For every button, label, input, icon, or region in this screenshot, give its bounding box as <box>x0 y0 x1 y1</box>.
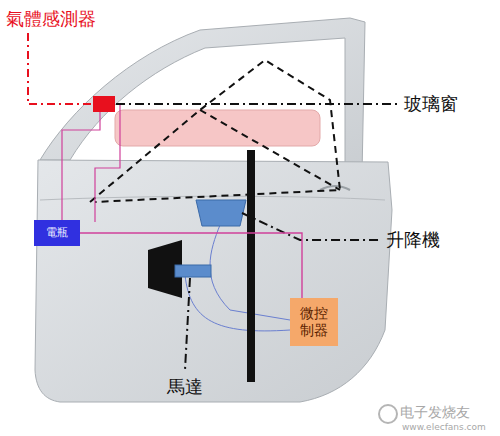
window-lifter <box>196 200 246 226</box>
watermark: 电子发烧友 <box>400 404 470 421</box>
part-label: 升降機 <box>386 229 440 251</box>
motor-shaft <box>175 265 211 277</box>
wire <box>95 104 120 222</box>
node-text: 微控制器 <box>299 305 329 339</box>
controller-box: 微控制器 <box>290 298 338 346</box>
battery-box: 電瓶 <box>34 220 80 246</box>
gas-sensor <box>93 96 115 112</box>
wire-connector <box>80 233 302 298</box>
leader-line <box>242 213 382 240</box>
watermark: www.elecfans.com <box>402 422 486 433</box>
window-frame <box>40 18 365 175</box>
part-label: 馬達 <box>167 376 203 398</box>
wire <box>62 110 100 220</box>
leader-line <box>185 278 190 370</box>
glass-window <box>115 110 320 146</box>
lift-rail <box>247 150 255 382</box>
part-label: 玻璃窗 <box>404 93 458 115</box>
dashed-guide <box>200 110 340 190</box>
leader-line <box>28 33 92 104</box>
part-label: 氣體感測器 <box>6 8 96 30</box>
dashed-guide <box>90 60 340 202</box>
wire <box>185 275 290 331</box>
node-text: 電瓶 <box>46 226 68 239</box>
watermark-logo <box>379 405 397 423</box>
leader-line <box>116 103 398 105</box>
